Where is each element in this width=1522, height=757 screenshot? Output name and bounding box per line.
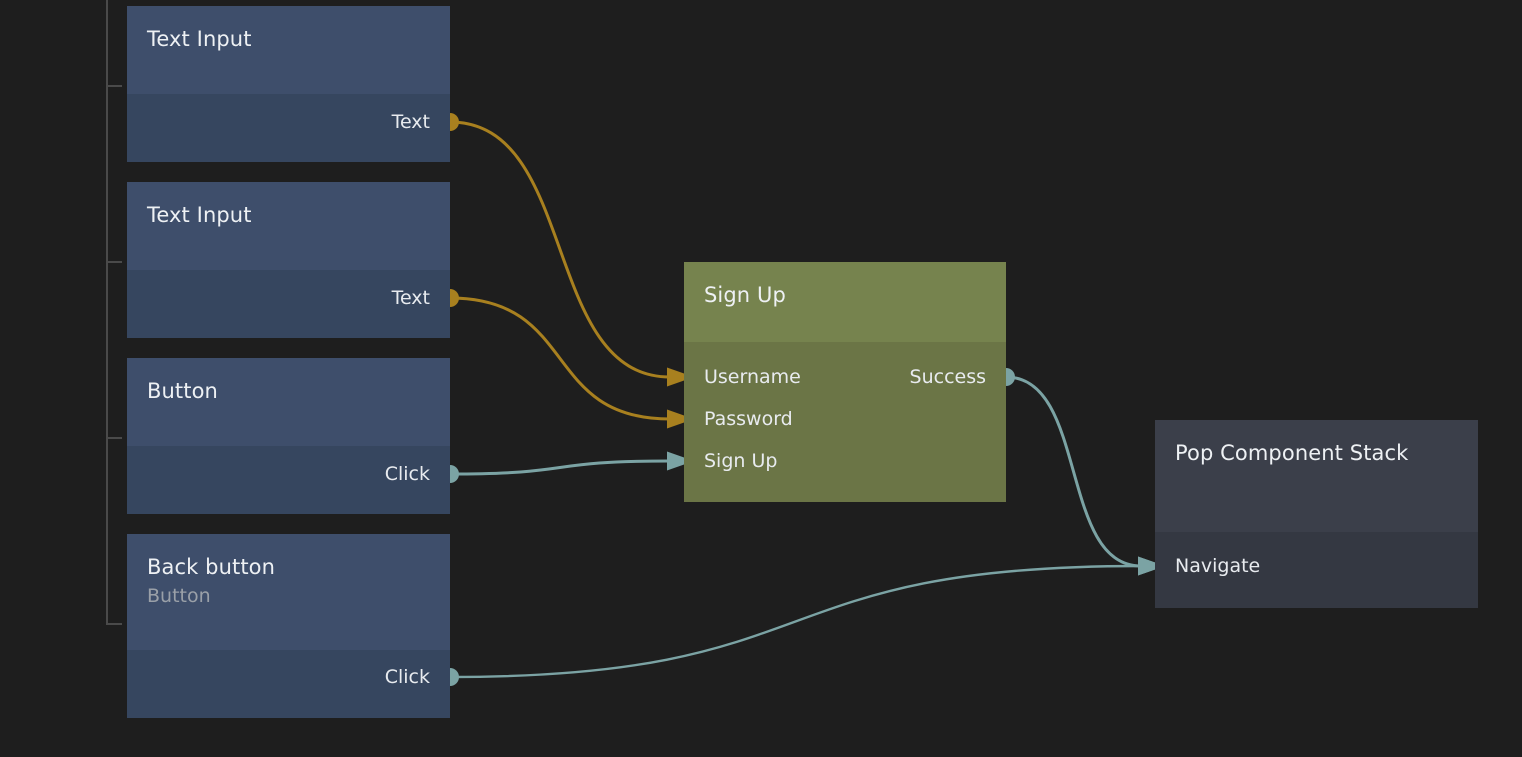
node-header-pop-component-stack[interactable]: Pop Component Stack	[1155, 420, 1478, 532]
tree-branch-stub-2	[106, 437, 122, 439]
tree-branch-stub-0	[106, 85, 122, 87]
node-body-text-input-2: Text	[127, 270, 450, 338]
node-header-button-1[interactable]: Button	[127, 358, 450, 446]
node-title: Back button	[147, 555, 276, 579]
output-port-row[interactable]: Success	[684, 362, 1006, 392]
input-port-row[interactable]: Password	[684, 404, 1006, 434]
node-title: Button	[147, 379, 218, 403]
edge-e4[interactable]	[1004, 375, 1143, 568]
input-port-label: Username	[704, 366, 801, 388]
node-header-sign-up[interactable]: Sign Up	[684, 262, 1006, 342]
node-header-text-input-1[interactable]: Text Input	[127, 6, 450, 94]
output-port-label: Click	[384, 666, 430, 688]
output-port-row[interactable]: Click	[127, 459, 450, 489]
node-title: Text Input	[147, 27, 252, 51]
node-body-pop-component-stack: Navigate	[1155, 532, 1478, 608]
node-header-text-input-2[interactable]: Text Input	[127, 182, 450, 270]
output-port-row[interactable]: Click	[127, 662, 450, 692]
edge-e1[interactable]	[448, 120, 672, 379]
input-port-row[interactable]: Navigate	[1155, 551, 1478, 581]
tree-branch-stub-3	[106, 623, 122, 625]
tree-spine-line	[106, 0, 108, 624]
input-port-row[interactable]: Sign Up	[684, 446, 1006, 476]
node-title: Text Input	[147, 203, 252, 227]
output-port-label: Success	[909, 366, 986, 388]
output-port-row[interactable]: Text	[127, 283, 450, 313]
node-title: Sign Up	[704, 283, 786, 307]
node-body-text-input-1: Text	[127, 94, 450, 162]
tree-branch-stub-1	[106, 261, 122, 263]
output-port-label: Click	[384, 463, 430, 485]
node-body-button-1: Click	[127, 446, 450, 514]
edge-e3[interactable]	[448, 459, 672, 476]
edge-e2[interactable]	[448, 296, 672, 421]
input-port-label: Sign Up	[704, 450, 778, 472]
output-port-row[interactable]: Text	[127, 107, 450, 137]
input-port-row[interactable]: Username	[684, 362, 1006, 392]
node-title: Pop Component Stack	[1175, 441, 1409, 465]
input-port-label: Navigate	[1175, 555, 1261, 577]
output-port-label: Text	[391, 111, 430, 133]
edge-e5[interactable]	[448, 564, 1143, 679]
input-port-label: Password	[704, 408, 793, 430]
node-subtitle: Button	[147, 585, 211, 607]
node-body-back-button: Click	[127, 650, 450, 718]
output-port-label: Text	[391, 287, 430, 309]
